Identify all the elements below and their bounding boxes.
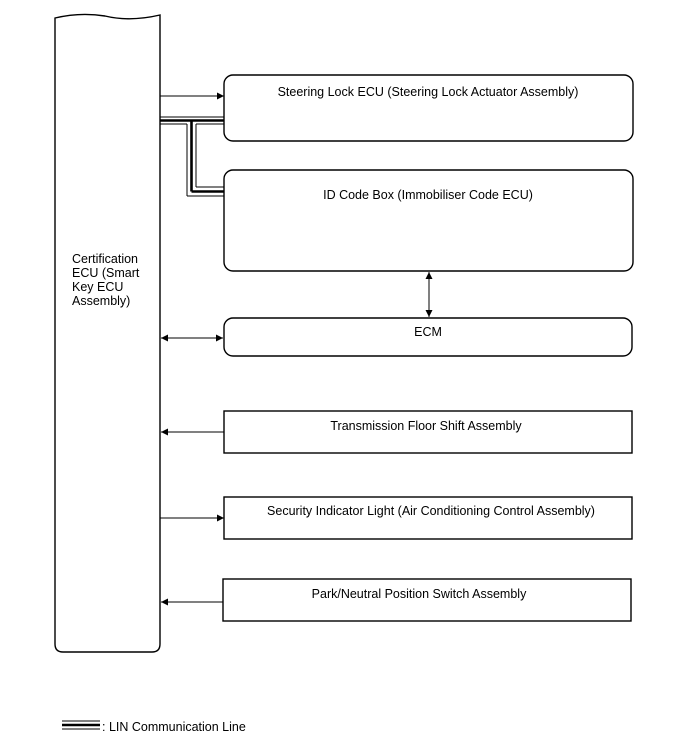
security-indicator-light-label: Security Indicator Light (Air Conditioni… [267,504,595,518]
legend-label: : LIN Communication Line [102,720,246,734]
transmission-floor-shift-label: Transmission Floor Shift Assembly [330,419,522,433]
steering-lock-ecu-label: Steering Lock ECU (Steering Lock Actuato… [278,85,579,99]
legend: : LIN Communication Line [62,720,246,734]
id-code-box-label: ID Code Box (Immobiliser Code ECU) [323,188,533,202]
park-neutral-position-switch-label: Park/Neutral Position Switch Assembly [312,587,527,601]
park-neutral-position-switch-box [222,578,632,622]
ecm-box [223,317,633,357]
certification-ecu-block [54,13,161,653]
legend-lin-line-symbol [62,720,100,730]
id-code-box-box [223,169,634,272]
steering-lock-ecu-box [223,74,634,142]
ecm-label: ECM [414,325,442,339]
certification-ecu-label: Certification ECU (Smart Key ECU Assembl… [72,252,143,308]
lin-communication-line [160,116,224,197]
transmission-floor-shift-box [223,410,633,454]
